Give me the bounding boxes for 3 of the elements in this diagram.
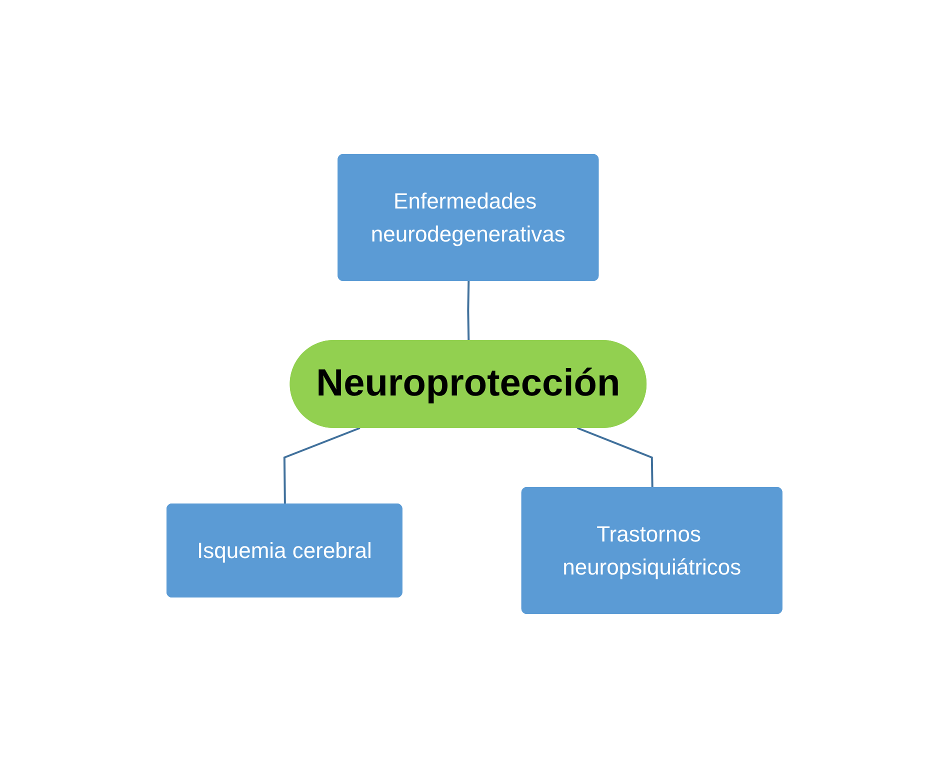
connector: [577, 427, 654, 488]
connector: [284, 427, 360, 505]
connector: [467, 280, 470, 342]
